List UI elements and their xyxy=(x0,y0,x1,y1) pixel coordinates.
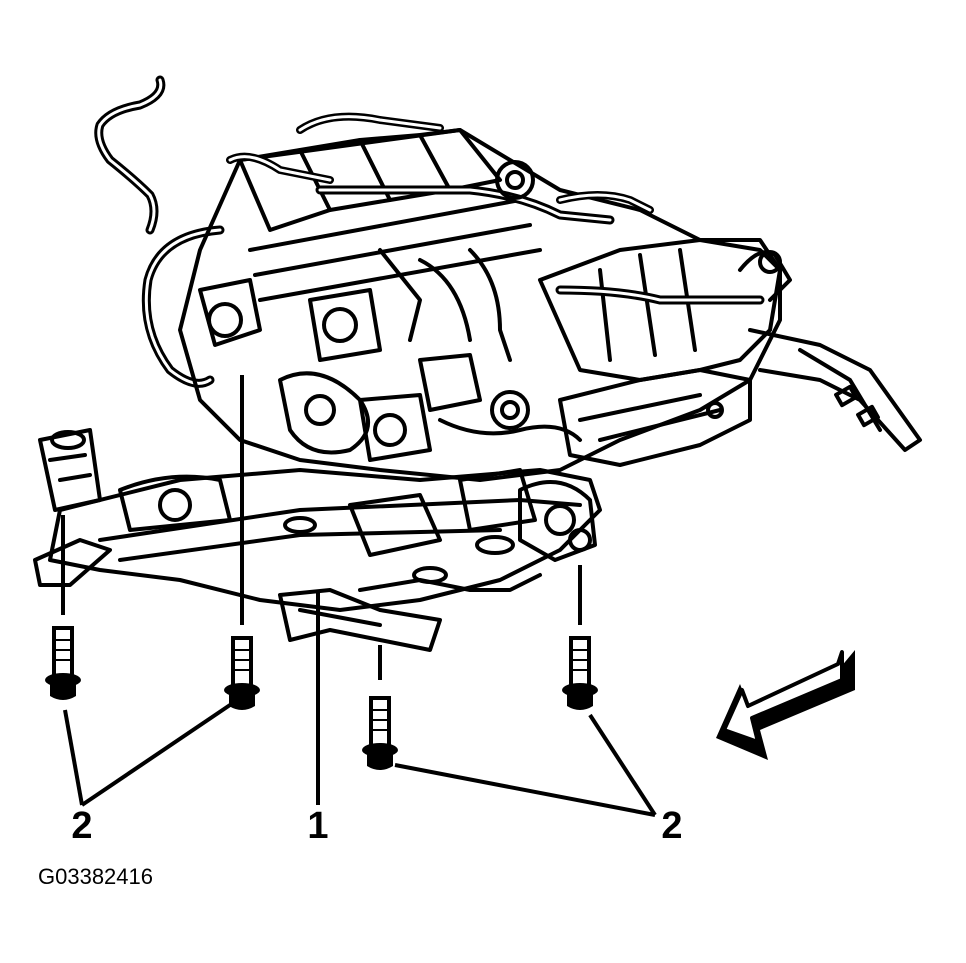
bolt-center xyxy=(360,696,400,772)
bolt-left-inner xyxy=(222,636,262,712)
engine-assembly xyxy=(94,75,922,482)
front-direction-arrow-icon xyxy=(716,650,855,760)
bolt-left-outer xyxy=(43,626,83,702)
callout-2-left: 2 xyxy=(71,805,92,847)
callout-leaders xyxy=(63,590,657,817)
bolt-icon xyxy=(43,375,600,772)
engine-frame xyxy=(33,428,602,652)
callout-1: 1 xyxy=(307,805,328,847)
callout-2-right: 2 xyxy=(661,805,682,847)
bolt-right xyxy=(560,636,600,712)
figure-code: G03382416 xyxy=(38,864,153,889)
